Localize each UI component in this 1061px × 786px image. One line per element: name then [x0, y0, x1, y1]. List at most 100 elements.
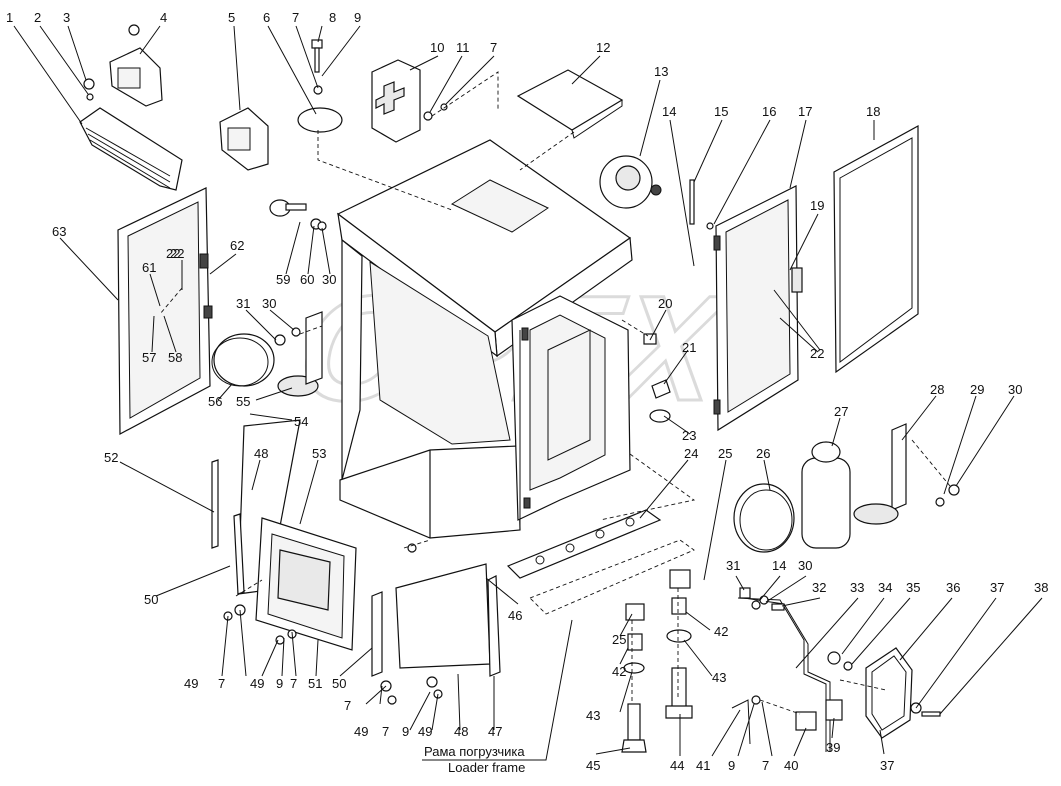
callout: 7 [382, 724, 389, 739]
callout: 9 [402, 724, 409, 739]
callout: 37 [880, 758, 894, 773]
callout: 7 [344, 698, 351, 713]
callout: 33 [850, 580, 864, 595]
callout: 59 [276, 272, 290, 287]
part-41-pipe [731, 695, 761, 745]
callout: 28 [930, 382, 944, 397]
callout: 14 [772, 558, 786, 573]
callout: 54 [294, 414, 308, 429]
part-12-hatch-cover [516, 69, 624, 139]
callout: 61 [142, 260, 156, 275]
callout: 8 [329, 10, 336, 25]
callout: 62 [230, 238, 244, 253]
callout: 24 [684, 446, 698, 461]
callout: 27 [834, 404, 848, 419]
callout: 25 [718, 446, 732, 461]
part-1-grille [79, 107, 183, 191]
callout: 19 [810, 198, 824, 213]
callout: 48 [254, 446, 268, 461]
part-27-tank [801, 441, 851, 549]
part-4-lamp [109, 24, 163, 107]
callout: 10 [430, 40, 444, 55]
callout: 7 [762, 758, 769, 773]
callout: 17 [798, 104, 812, 119]
callout: 22 [166, 246, 180, 261]
frame-label-en: Loader frame [448, 760, 525, 775]
callout: 34 [878, 580, 892, 595]
cab-body [336, 139, 633, 539]
callout: 49 [354, 724, 368, 739]
callout: 43 [712, 670, 726, 685]
callout: 30 [322, 272, 336, 287]
callout: 21 [682, 340, 696, 355]
callout: 58 [168, 350, 182, 365]
callout: 60 [300, 272, 314, 287]
callout: 7 [290, 676, 297, 691]
callout: 49 [418, 724, 432, 739]
callout: 43 [586, 708, 600, 723]
callout: 22 [810, 346, 824, 361]
part-17-right-door [713, 185, 803, 432]
callout: 53 [312, 446, 326, 461]
callout: 7 [218, 676, 225, 691]
part-13-fan [599, 155, 662, 209]
part-63-left-door [117, 187, 213, 435]
callout: 42 [612, 664, 626, 679]
part-7-washer [440, 103, 448, 111]
callout: 7 [490, 40, 497, 55]
callout: 11 [456, 40, 470, 55]
part-15-pin [689, 179, 714, 230]
callout: 26 [756, 446, 770, 461]
callout: 32 [812, 580, 826, 595]
callout: 23 [682, 428, 696, 443]
callout: 15 [714, 104, 728, 119]
callout: 12 [596, 40, 610, 55]
callout: 57 [142, 350, 156, 365]
callout: 13 [654, 64, 668, 79]
callout: 41 [696, 758, 710, 773]
part-24-plate [506, 509, 695, 615]
callout: 35 [906, 580, 920, 595]
callout: 55 [236, 394, 250, 409]
part-26-ring [733, 483, 795, 553]
callout: 31 [236, 296, 250, 311]
part-31-32-fasteners [739, 587, 785, 611]
part-8-9-bolt [311, 39, 323, 95]
part-56-ring [213, 333, 275, 387]
callout: 63 [52, 224, 66, 239]
callout: 5 [228, 10, 235, 25]
panel-group-right [371, 543, 501, 677]
callout: 50 [332, 676, 346, 691]
callout: 9 [728, 758, 735, 773]
callout: 4 [160, 10, 167, 25]
callout: 51 [308, 676, 322, 691]
callout: 25 [612, 632, 626, 647]
assembly-lines [159, 71, 951, 715]
part-10-first-aid-kit [371, 59, 421, 143]
isolator-stack-left [621, 603, 647, 753]
part-33-pipe [737, 597, 843, 752]
callout: 47 [488, 724, 502, 739]
callout: 42 [714, 624, 728, 639]
callout: 22 [170, 246, 184, 261]
part-11-screw [423, 111, 433, 121]
callout: 30 [262, 296, 276, 311]
callout: 49 [250, 676, 264, 691]
callout: 39 [826, 740, 840, 755]
callout: 29 [970, 382, 984, 397]
panel-group-left [211, 419, 357, 651]
leader-lines [13, 25, 1043, 761]
part-36-mirror [827, 647, 941, 739]
callout: 56 [208, 394, 222, 409]
callout: 36 [946, 580, 960, 595]
isolator-stack-right [665, 569, 693, 719]
part-18-door-seal [833, 124, 919, 374]
callout: 6 [263, 10, 270, 25]
part-28-bracket [853, 423, 960, 525]
callout: 50 [144, 592, 158, 607]
callout: 37 [990, 580, 1004, 595]
part-5-lamp [219, 107, 269, 171]
callout: 20 [658, 296, 672, 311]
